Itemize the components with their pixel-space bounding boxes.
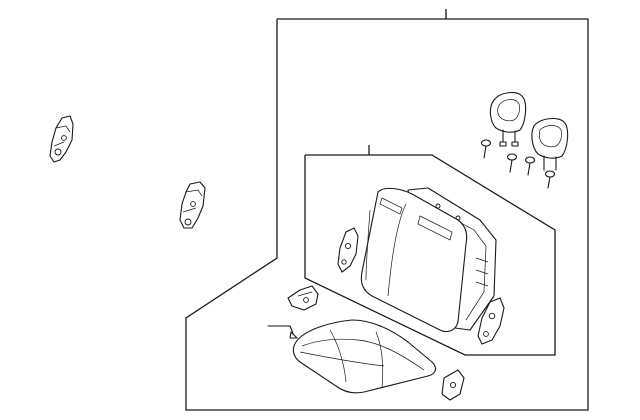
headrest-guide[interactable]	[544, 170, 556, 189]
headrest-guide[interactable]	[480, 139, 492, 159]
headrest[interactable]	[489, 91, 527, 147]
headrest[interactable]	[531, 117, 569, 171]
seat-back-hinge-right[interactable]	[477, 297, 505, 345]
seat-back-frame	[304, 145, 556, 356]
headrest-guide[interactable]	[506, 153, 518, 173]
seat-cushion[interactable]	[292, 319, 437, 394]
seat-latch-cover[interactable]	[441, 369, 465, 401]
headrest-guide[interactable]	[524, 156, 536, 176]
seat-back-hinge-left[interactable]	[337, 227, 359, 273]
seat-cushion-bracket[interactable]	[287, 285, 319, 311]
hinge-bracket-right[interactable]	[179, 181, 206, 229]
seat-back-cushion[interactable]	[360, 187, 468, 333]
seat-assembly-frame	[185, 9, 589, 411]
hinge-bracket-left[interactable]	[49, 115, 74, 163]
callout-arrow	[267, 325, 298, 339]
